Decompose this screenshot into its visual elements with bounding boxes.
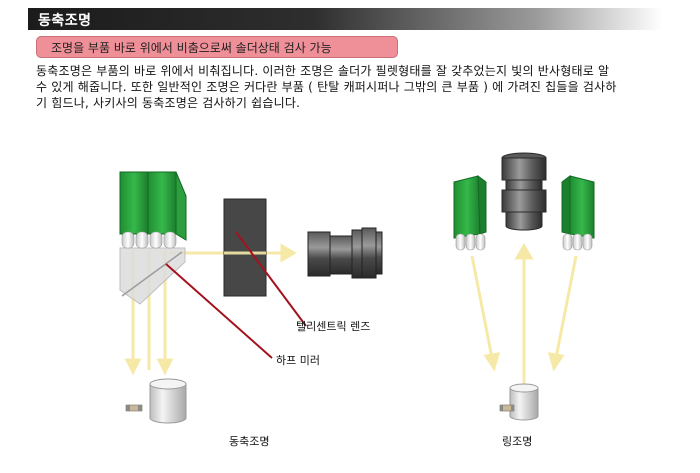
ring-caption: 링조명 <box>502 435 533 448</box>
light-beam <box>470 243 578 388</box>
telecentric-lens <box>307 227 383 279</box>
subtitle-text: 조명을 부품 바로 위에서 비춤으로써 솔더상태 검사 가능 <box>51 41 332 55</box>
half-mirror-pointer <box>165 263 273 359</box>
camera <box>501 152 547 231</box>
subtitle-banner: 조명을 부품 바로 위에서 비춤으로써 솔더상태 검사 가능 <box>36 36 398 58</box>
description-line: 수 있게 해줍니다. 또한 일반적인 조명은 커다란 부품 ( 탄탈 캐퍼시퍼나… <box>36 80 617 94</box>
telecentric-lens-label: 텔리센트릭 렌즈 <box>296 320 371 333</box>
ring-led-left <box>453 174 487 251</box>
led-light-source <box>119 171 187 249</box>
section-title: 동축조명 <box>38 13 92 29</box>
description-paragraph: 동축조명은 부품의 바로 위에서 비춰집니다. 이러한 조명은 솔더가 필렛형태… <box>36 63 672 111</box>
section-header-bar: 동축조명 <box>28 8 662 30</box>
half-mirror-label: 하프 미러 <box>276 354 320 367</box>
description-line: 기 힘드나, 사키사의 동축조명은 검사하기 쉽습니다. <box>36 96 301 110</box>
description-line: 동축조명은 부품의 바로 위에서 비춰집니다. 이러한 조명은 솔더가 필렛형태… <box>36 64 610 78</box>
coaxial-caption: 동축조명 <box>229 435 270 448</box>
ring-diagram <box>453 152 595 421</box>
beam-splitter-housing <box>223 198 267 297</box>
telecentric-pointer <box>235 231 307 327</box>
coaxial-diagram <box>119 171 383 424</box>
target-component <box>125 378 187 424</box>
target-component <box>499 383 539 421</box>
ring-led-right <box>561 175 595 251</box>
